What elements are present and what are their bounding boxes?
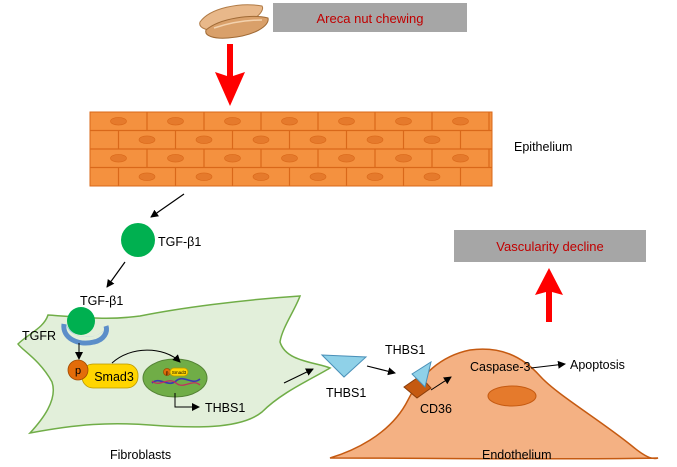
p-badge bbox=[67, 359, 89, 381]
epithelial-cell-nucleus bbox=[167, 117, 184, 126]
epithelial-cell-nucleus bbox=[281, 117, 298, 126]
thbs1-bound-shape bbox=[411, 360, 432, 388]
arrow-smad3-to-nucleus bbox=[111, 349, 181, 364]
cd36-label: CD36 bbox=[420, 402, 452, 416]
epithelial-cell-nucleus bbox=[110, 154, 127, 163]
epithelial-cell-nucleus bbox=[138, 172, 156, 181]
epithelial-cell-nucleus bbox=[224, 154, 241, 163]
arrow-tgf-to-receptor bbox=[106, 261, 126, 288]
arrow-thbs1-to-endothelium bbox=[366, 365, 396, 376]
epithelial-cell-nucleus bbox=[395, 154, 412, 163]
vascularity-decline-banner: Vascularity decline bbox=[454, 230, 646, 262]
p-badge-small-label: p bbox=[166, 371, 169, 377]
thbs1-product-label: THBS1 bbox=[205, 401, 245, 415]
epithelium-label: Epithelium bbox=[514, 140, 572, 154]
thbs1-bound-label: THBS1 bbox=[385, 343, 425, 357]
tgf-b1-free-label: TGF-β1 bbox=[158, 235, 201, 249]
areca-nut-icon bbox=[199, 4, 269, 39]
smad3-small-label: Smad3 bbox=[172, 370, 187, 375]
apoptosis-label: Apoptosis bbox=[570, 358, 625, 372]
tgf-b1-ligand bbox=[121, 223, 155, 257]
epithelial-cell-nucleus bbox=[309, 135, 327, 144]
epithelial-cell-nucleus bbox=[423, 135, 441, 144]
arrow-fibroblast-to-thbs1 bbox=[283, 368, 314, 384]
epithelial-cell-nucleus bbox=[366, 172, 384, 181]
vascularity-banner-label: Vascularity decline bbox=[496, 239, 603, 254]
fibroblast-nucleus bbox=[142, 358, 208, 398]
tgf-b1-bound-label: TGF-β1 bbox=[80, 294, 123, 308]
thbs1-secreted-shape bbox=[320, 354, 368, 378]
dna-strand-2 bbox=[151, 380, 201, 386]
areca-banner-label: Areca nut chewing bbox=[317, 11, 424, 26]
epithelial-cell-nucleus bbox=[395, 117, 412, 126]
epithelial-cell-nucleus bbox=[452, 154, 469, 163]
epithelial-cell-nucleus bbox=[423, 172, 441, 181]
arrow-epithelium-to-tgf bbox=[150, 193, 185, 218]
tgfr-label: TGFR bbox=[22, 329, 56, 343]
arrow-nucleus-to-thbs1 bbox=[174, 393, 200, 411]
tgfr-receptor-cup bbox=[61, 323, 109, 346]
epithelial-cell-nucleus bbox=[195, 135, 213, 144]
epithelial-cell-nucleus bbox=[167, 154, 184, 163]
endothelial-nucleus bbox=[487, 385, 537, 407]
smad3-small bbox=[169, 367, 189, 377]
epithelial-cell-nucleus bbox=[252, 172, 270, 181]
epithelial-cell-nucleus bbox=[338, 117, 355, 126]
tgf-b1-bound-ligand bbox=[67, 307, 95, 335]
red-down-arrow bbox=[215, 44, 245, 106]
vascularity-banner-box bbox=[454, 230, 646, 262]
epithelial-cell-nucleus bbox=[110, 117, 127, 126]
red-up-arrow bbox=[535, 268, 563, 322]
arrow-caspase3-to-apoptosis bbox=[530, 360, 566, 369]
epithelial-cell-nucleus bbox=[338, 154, 355, 163]
epithelial-cell-nucleus bbox=[138, 135, 156, 144]
fibroblasts-label: Fibroblasts bbox=[110, 448, 171, 462]
epithelial-cell-nucleus bbox=[309, 172, 327, 181]
p-badge-label: p bbox=[75, 365, 81, 377]
epithelial-cell-nucleus bbox=[224, 117, 241, 126]
endothelium-label: Endothelium bbox=[482, 448, 552, 462]
smad3-label: Smad3 bbox=[94, 370, 134, 384]
dna-strand bbox=[151, 377, 201, 385]
areca-banner-box bbox=[273, 3, 467, 32]
epithelial-cell-nucleus bbox=[195, 172, 213, 181]
epithelial-cell-nucleus bbox=[281, 154, 298, 163]
epithelium-tissue bbox=[89, 111, 493, 187]
epithelial-cell-nucleus bbox=[366, 135, 384, 144]
areca-nut-chewing-banner: Areca nut chewing bbox=[273, 3, 467, 32]
thbs1-secreted-label: THBS1 bbox=[326, 386, 366, 400]
endothelial-cell bbox=[329, 348, 659, 460]
epithelial-cell-nucleus bbox=[252, 135, 270, 144]
arrow-cd36-to-caspase3 bbox=[430, 376, 452, 391]
caspase3-label: Caspase-3 bbox=[470, 360, 530, 374]
epithelial-cell-nucleus bbox=[452, 117, 469, 126]
